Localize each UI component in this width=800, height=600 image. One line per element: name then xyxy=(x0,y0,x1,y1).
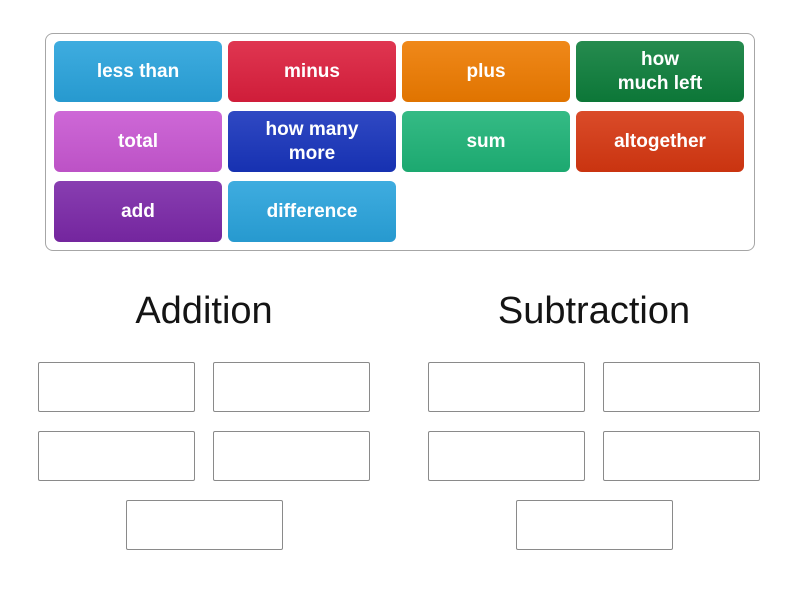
slot-grid-addition xyxy=(38,361,370,550)
drop-slot[interactable] xyxy=(38,361,195,412)
group-addition: Addition xyxy=(38,288,370,550)
drop-slot[interactable] xyxy=(603,361,760,412)
group-title-addition: Addition xyxy=(135,290,273,332)
drop-slot[interactable] xyxy=(125,499,283,550)
word-tile-less-than[interactable]: less than xyxy=(54,41,222,102)
word-tile-how-much-left[interactable]: how much left xyxy=(576,41,744,102)
group-title-subtraction: Subtraction xyxy=(497,290,691,332)
word-tile-sum[interactable]: sum xyxy=(402,111,570,172)
drop-slot[interactable] xyxy=(515,499,673,550)
drop-slot[interactable] xyxy=(213,430,370,481)
slot-grid-subtraction xyxy=(428,361,760,550)
drop-slot[interactable] xyxy=(603,430,760,481)
word-tile-altogether[interactable]: altogether xyxy=(576,111,744,172)
word-tile-add[interactable]: add xyxy=(54,181,222,242)
word-tile-how-many-more[interactable]: how many more xyxy=(228,111,396,172)
word-tile-minus[interactable]: minus xyxy=(228,41,396,102)
word-tile-difference[interactable]: difference xyxy=(228,181,396,242)
drop-slot[interactable] xyxy=(38,430,195,481)
drop-slot[interactable] xyxy=(428,361,585,412)
drop-slot[interactable] xyxy=(428,430,585,481)
group-subtraction: Subtraction xyxy=(428,288,760,550)
word-tile-plus[interactable]: plus xyxy=(402,41,570,102)
drop-slot[interactable] xyxy=(213,361,370,412)
word-tile-total[interactable]: total xyxy=(54,111,222,172)
